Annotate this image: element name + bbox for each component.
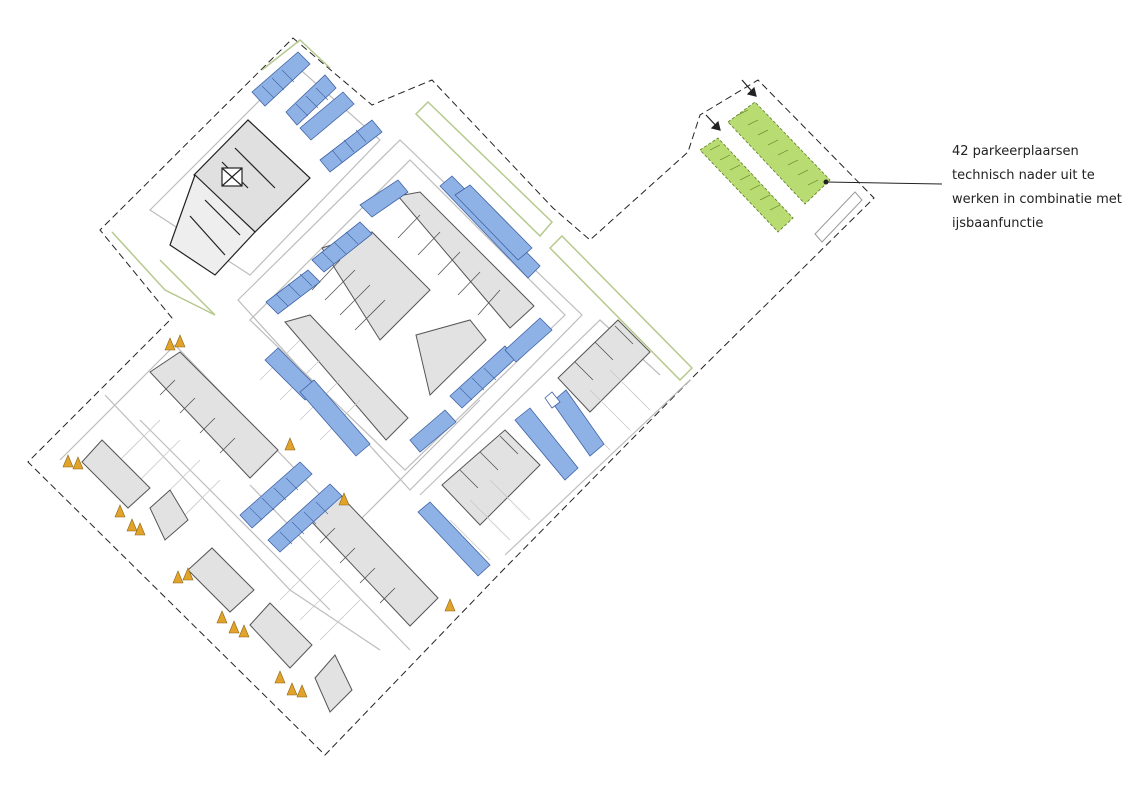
- building-rows: [149, 191, 651, 627]
- building-block-north: [169, 119, 311, 276]
- annotation-leader-line: [825, 181, 943, 185]
- parking-bays-new: [699, 101, 831, 233]
- parking-bays-new-stripes: [709, 109, 819, 211]
- arrow-icon: [705, 79, 757, 131]
- annotation-line-1: 42 parkeerplaarsen: [952, 144, 1079, 159]
- site-boundary: [27, 37, 875, 756]
- parking-annotation: 42 parkeerplaarsen technisch nader uit t…: [952, 140, 1127, 236]
- parking-bay-stripes: [249, 69, 497, 545]
- detached-houses: [81, 439, 353, 713]
- building-row-dividers: [159, 214, 634, 604]
- annotation-leader-dot: [823, 179, 829, 185]
- annotation-line-4: ijsbaanfunctie: [952, 216, 1044, 231]
- skate-rink-strip: [814, 191, 863, 243]
- parking-bays-existing: [239, 51, 605, 577]
- green-strips: [111, 39, 694, 382]
- annotation-line-2: technisch nader uit te: [952, 168, 1095, 183]
- annotation-line-3: werken in combinatie met: [952, 192, 1122, 207]
